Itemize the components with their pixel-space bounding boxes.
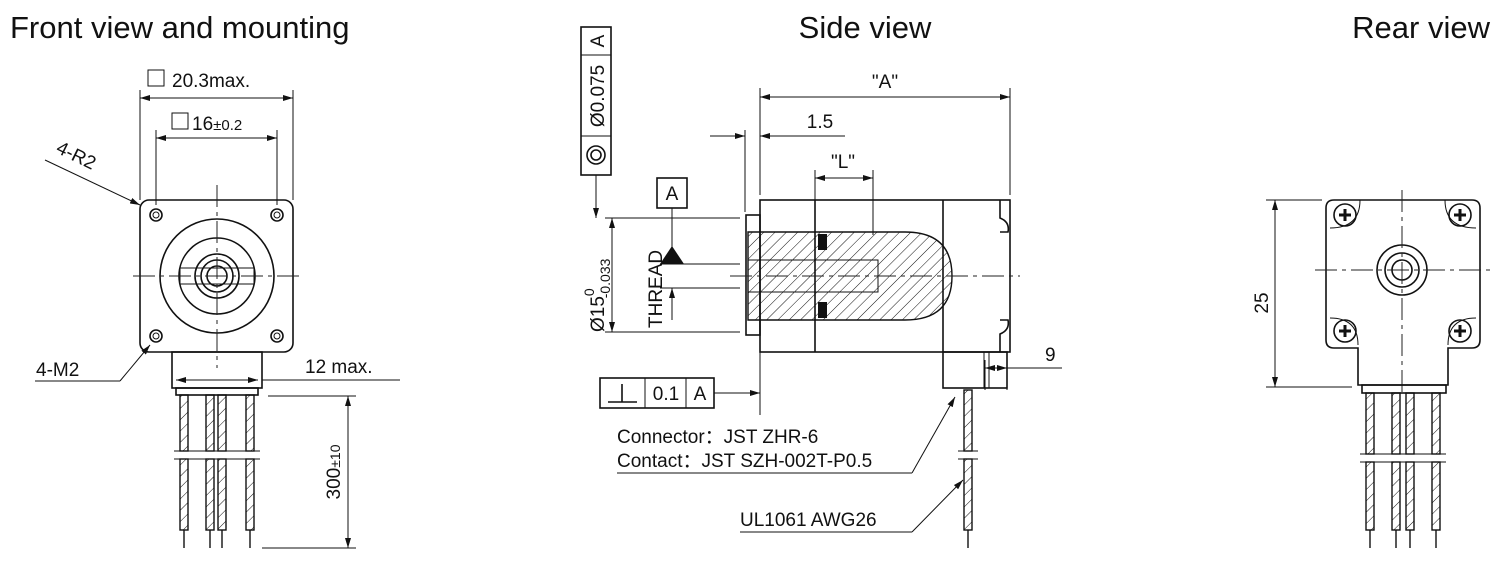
front-view-title: Front view and mounting bbox=[10, 10, 349, 45]
mount-holes-label: 4-M2 bbox=[36, 360, 79, 381]
wire-spec: UL1061 AWG26 bbox=[740, 510, 877, 531]
lead-wire bbox=[217, 394, 227, 548]
dim-inner-square: 16±0.2 bbox=[192, 114, 242, 135]
svg-text:A: A bbox=[588, 34, 609, 47]
dim-offset-label: 1.5 bbox=[807, 112, 833, 133]
dim-A-label: "A" bbox=[872, 72, 898, 93]
lead-wire bbox=[1391, 392, 1401, 548]
svg-text:A: A bbox=[694, 384, 707, 405]
connector-spec: Connector：JST ZHR-6 bbox=[617, 427, 818, 448]
rear-view: 25 bbox=[1252, 190, 1490, 548]
corner-radius-label: 4-R2 bbox=[53, 138, 99, 175]
front-view: 20.3max. 16±0.2 4-R2 4-M2 12 max. 300±10 bbox=[35, 69, 400, 549]
dim-L-label: "L" bbox=[831, 152, 855, 173]
contact-spec: Contact：JST SZH-002T-P0.5 bbox=[617, 451, 872, 472]
lead-wire bbox=[963, 389, 973, 548]
perpendicularity-frame: 0.1 A bbox=[599, 377, 760, 409]
svg-text:Ø0.075: Ø0.075 bbox=[588, 65, 609, 127]
lead-wire bbox=[179, 394, 189, 548]
lead-wire bbox=[205, 394, 215, 548]
thread-label: THREAD bbox=[646, 250, 667, 328]
lead-wire bbox=[245, 394, 255, 548]
connector-width-label: 12 max. bbox=[305, 357, 373, 378]
rear-view-title: Rear view bbox=[1352, 10, 1490, 45]
rear-height-label: 25 bbox=[1252, 292, 1273, 313]
svg-text:0.1: 0.1 bbox=[653, 384, 679, 405]
concentricity-frame: A Ø0.075 bbox=[580, 26, 612, 218]
dim-connector-label: 9 bbox=[1045, 345, 1056, 366]
side-view: "A" 1.5 "L" Ø150-0.033 THREAD A A Ø0.075… bbox=[580, 26, 1062, 548]
diameter-label: Ø150-0.033 bbox=[581, 258, 613, 332]
lead-length-label: 300±10 bbox=[324, 444, 345, 499]
mount-holes bbox=[149, 208, 284, 343]
lead-wire bbox=[1365, 392, 1375, 548]
lead-wire bbox=[1431, 392, 1441, 548]
datum-A-box: A bbox=[666, 184, 679, 205]
datum-triangle-icon bbox=[660, 246, 684, 264]
dim-outer-square: 20.3max. bbox=[172, 71, 250, 92]
lead-wire bbox=[1405, 392, 1415, 548]
side-view-title: Side view bbox=[799, 10, 932, 45]
